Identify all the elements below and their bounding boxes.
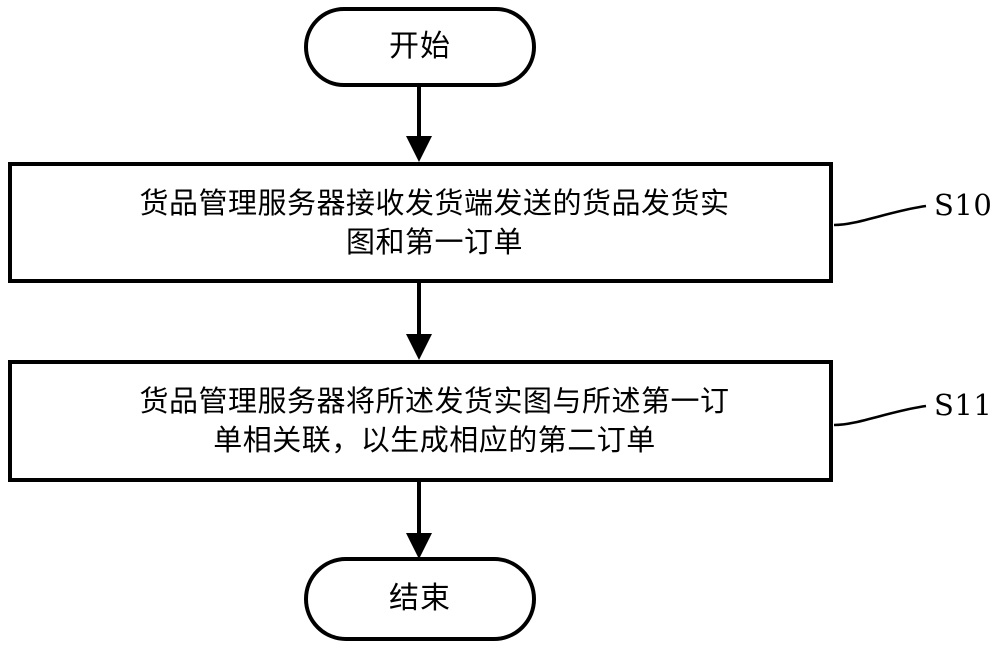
step-label-s10: S10 <box>934 188 993 222</box>
end-node-shape <box>304 557 536 641</box>
edge-step2-to-end <box>406 482 432 559</box>
step2-node-shape <box>8 360 833 482</box>
step-label-s11: S11 <box>934 388 993 422</box>
s11-leader-line <box>833 404 927 427</box>
step1-node-shape <box>8 162 833 283</box>
edge-step1-to-step2 <box>406 283 432 360</box>
start-node-shape <box>304 7 536 87</box>
s10-leader-line <box>833 204 927 227</box>
edge-start-to-step1 <box>406 85 432 162</box>
